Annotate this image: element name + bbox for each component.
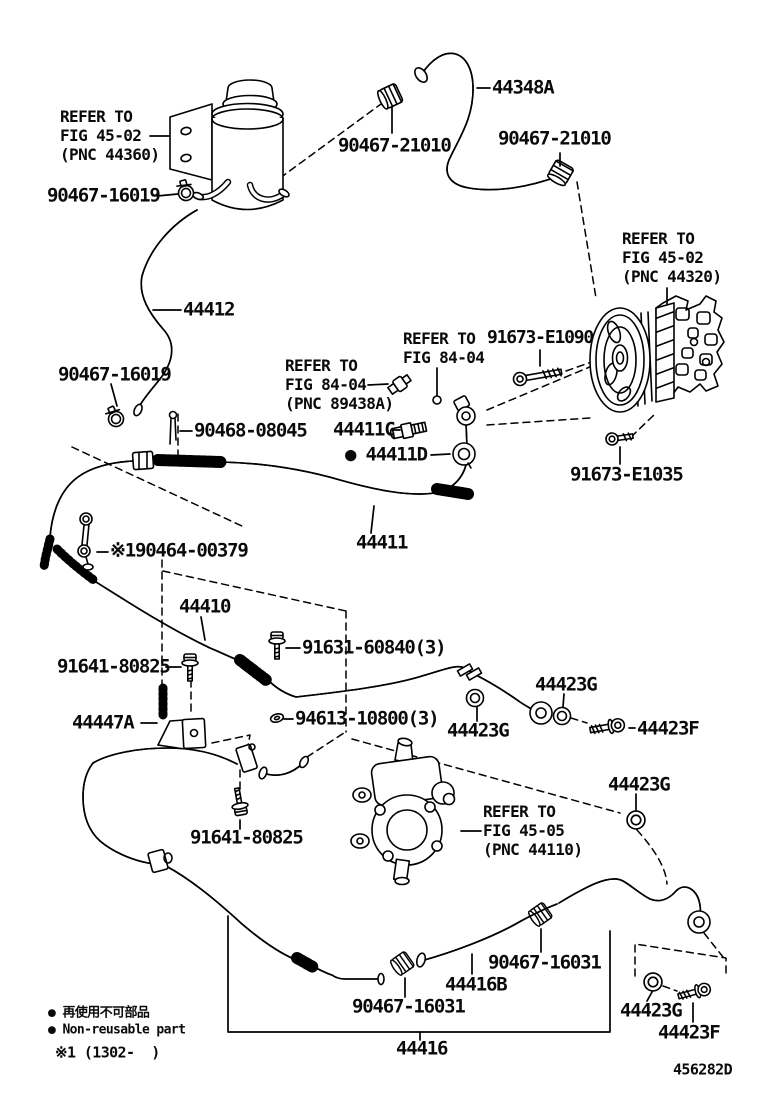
clamp-190464-00379-drawing	[77, 512, 94, 571]
part-90467-16031-b: 90467-16031	[488, 951, 602, 974]
leader-lines	[96, 87, 694, 1023]
grommet-89438a-drawing	[387, 374, 412, 395]
tube-44412-drawing	[133, 210, 197, 417]
part-90467-21010-a: 90467-21010	[338, 134, 452, 157]
pin-90468-08045-drawing	[168, 410, 178, 445]
ref-e1090-refer: REFER TO	[403, 329, 476, 348]
washer-94613-drawing	[269, 712, 285, 724]
part-44412: 44412	[183, 298, 235, 321]
ref-e1090-number: 91673-E1090	[487, 327, 594, 348]
legend-non-reusable-en: ● Non-reusable part	[48, 1022, 186, 1038]
bolt-91673-e1035-drawing	[605, 432, 634, 446]
part-44416B: 44416B	[445, 973, 508, 996]
part-44410: 44410	[179, 595, 231, 618]
part-44411D: ● 44411D	[345, 443, 428, 466]
part-91673-E1035: 91673-E1035	[570, 463, 684, 486]
part-91631-60840: 91631-60840(3)	[302, 636, 447, 659]
tube-44410-drawing	[52, 544, 627, 738]
part-90467-16019-a: 90467-16019	[47, 184, 161, 207]
return-tubes-drawing	[83, 743, 711, 986]
part-44423F-a: 44423F	[637, 717, 700, 740]
part-44411C: 44411C	[333, 418, 396, 441]
ref-44360-line3: (PNC 44360)	[60, 145, 160, 164]
steering-gear-drawing	[350, 737, 456, 886]
fasteners-drawing	[77, 82, 713, 1004]
part-90468-08045: 90468-08045	[194, 419, 308, 442]
ref-44320-line1: REFER TO	[622, 229, 695, 248]
diagram-code: 456282D	[673, 1060, 733, 1079]
part-91641-80825-b: 91641-80825	[190, 826, 304, 849]
ref-44360-line1: REFER TO	[60, 107, 133, 126]
ref-44320-line3: (PNC 44320)	[622, 267, 722, 286]
part-90467-21010-b: 90467-21010	[498, 127, 612, 150]
tube-44411-drawing	[39, 374, 476, 572]
part-44447A: 44447A	[72, 711, 135, 734]
ref-89438a-line1: REFER TO	[285, 356, 358, 375]
ref-89438a-line2: FIG 84-04	[285, 375, 367, 394]
ref-89438a-line3: (PNC 89438A)	[285, 394, 394, 413]
legend-applicability: ※1 (1302- )	[55, 1043, 160, 1062]
bracket-44447a-drawing	[157, 683, 207, 750]
part-44423F-b: 44423F	[658, 1021, 721, 1044]
part-44423G-b: 44423G	[447, 719, 510, 742]
group-bracket-44416	[227, 915, 611, 1041]
hose-44348a-drawing	[414, 53, 570, 189]
ref-44360-line2: FIG 45-02	[60, 126, 142, 145]
union-44411c-drawing	[389, 421, 428, 440]
pump-drawing	[589, 295, 725, 413]
part-94613-10800: 94613-10800(3)	[295, 707, 440, 730]
ref-44110-line1: REFER TO	[483, 802, 556, 821]
reservoir-drawing	[169, 79, 290, 211]
part-44416: 44416	[396, 1037, 448, 1060]
ring-44411d-drawing	[452, 442, 476, 469]
part-44348A: 44348A	[492, 76, 555, 99]
part-44423G-d: 44423G	[620, 999, 683, 1022]
ref-44320-line2: FIG 45-02	[622, 248, 704, 267]
part-90467-16019-b: 90467-16019	[58, 363, 172, 386]
part-44423G-a: 44423G	[535, 673, 598, 696]
part-90467-16031-a: 90467-16031	[352, 995, 466, 1018]
ref-e1090-fig: FIG 84-04	[403, 348, 485, 367]
part-91641-80825-a: 91641-80825	[57, 655, 171, 678]
part-44411: 44411	[356, 531, 408, 554]
part-190464-00379: ※190464-00379	[110, 539, 249, 562]
ref-44110-line3: (PNC 44110)	[483, 840, 583, 859]
part-44423G-c: 44423G	[608, 773, 671, 796]
ref-44110-line2: FIG 45-05	[483, 821, 565, 840]
legend-non-reusable-jp: ● 再使用不可部品	[48, 1005, 150, 1021]
bolt-91673-e1090-drawing	[512, 367, 563, 387]
